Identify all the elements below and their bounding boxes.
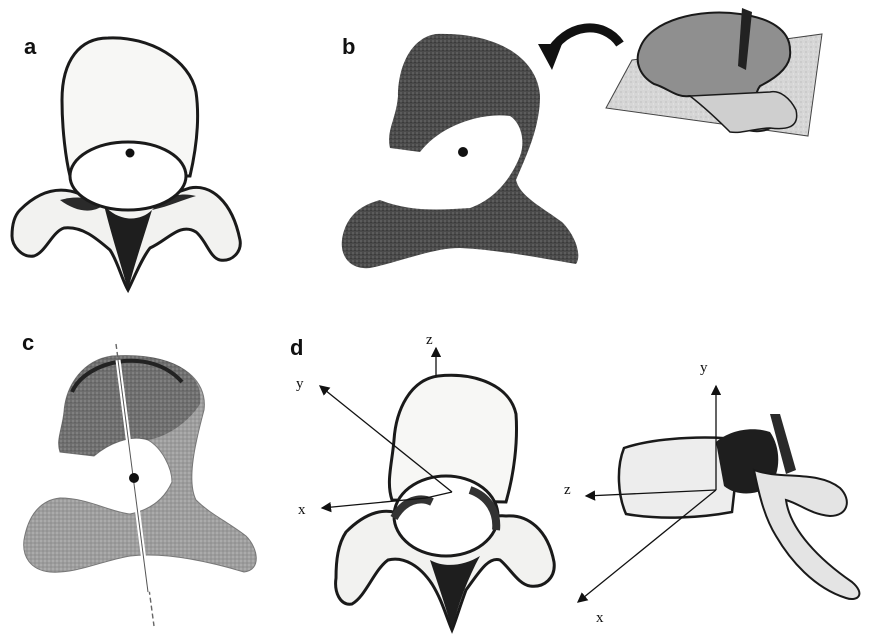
front-axis-x-label: x — [298, 502, 306, 518]
vertebra-b-slice — [342, 34, 579, 268]
side-axis-z-label: z — [564, 482, 571, 498]
vertebra-a — [12, 38, 240, 290]
side-axis-y-label: y — [700, 360, 708, 376]
vertebra-d-front — [336, 375, 555, 630]
front-axis-z-label: z — [426, 332, 433, 348]
side-axis-x-label: x — [596, 610, 604, 626]
vertebra-d-side — [619, 414, 860, 599]
centroid-dot-b — [458, 147, 468, 157]
vertebra-b-3d — [606, 8, 822, 136]
front-axis-y-label: y — [296, 376, 304, 392]
centroid-dot-c — [129, 473, 139, 483]
vertebra-c-slice — [24, 344, 257, 626]
centroid-dot-a — [126, 149, 135, 158]
